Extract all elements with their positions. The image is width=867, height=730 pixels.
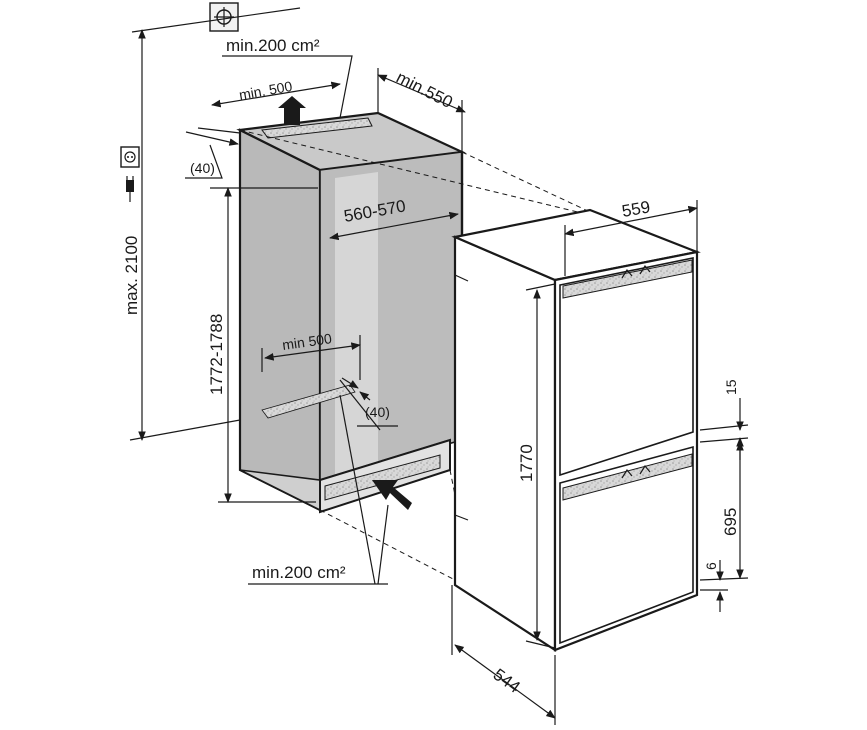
niche-height-label: 1772-1788	[207, 314, 226, 395]
upper-door-fitting	[562, 259, 693, 299]
airflow-up-arrow	[278, 96, 306, 125]
vent-bottom-leader-2	[377, 504, 389, 585]
floor-depth-label: min 500	[281, 330, 333, 353]
lower-fitting-notches	[621, 464, 651, 479]
appliance-width-dimension	[564, 205, 698, 237]
floor-depth-dimension	[264, 342, 361, 361]
cabinet-cavity	[335, 172, 378, 478]
lower-door-fitting	[562, 453, 693, 501]
appliance-height-label: 1770	[517, 444, 536, 482]
alignment-lines	[239, 129, 591, 581]
top-offset-label: (40)	[190, 160, 215, 176]
gap-6-label: 6	[703, 562, 719, 570]
top-depth-dimension	[211, 81, 341, 108]
plinth-vent-grille	[324, 454, 441, 501]
airflow-in-arrow	[372, 480, 412, 510]
floor-vent-grille	[261, 384, 356, 419]
power-socket-icon	[120, 146, 140, 168]
vent-top-label: min.200 cm²	[226, 36, 320, 55]
vent-top-leader	[222, 55, 353, 119]
lower-door-label: 695	[721, 508, 740, 536]
gap-15-label: 15	[723, 379, 739, 395]
upper-door	[559, 257, 694, 477]
water-connection-icon	[131, 2, 301, 33]
lower-door	[559, 445, 694, 645]
vent-bottom-label: min.200 cm²	[252, 563, 346, 582]
cabinet-left-side	[238, 128, 322, 512]
appliance	[451, 208, 701, 653]
vent-bottom-leader-1	[339, 394, 376, 585]
top-vent-grille	[261, 117, 373, 139]
appliance-depth-dimension	[454, 644, 556, 719]
appliance-width-label: 559	[620, 197, 651, 221]
total-height-label: max. 2100	[122, 236, 141, 315]
appliance-side	[453, 235, 557, 653]
floor-offset-label: (40)	[365, 404, 390, 420]
cabinet-depth-label: min.550	[393, 68, 456, 112]
power-plug-icon	[126, 176, 134, 202]
cabinet-depth-dimension	[377, 74, 466, 113]
upper-fitting-notches	[621, 264, 651, 279]
niche-width-dimension	[329, 211, 459, 241]
